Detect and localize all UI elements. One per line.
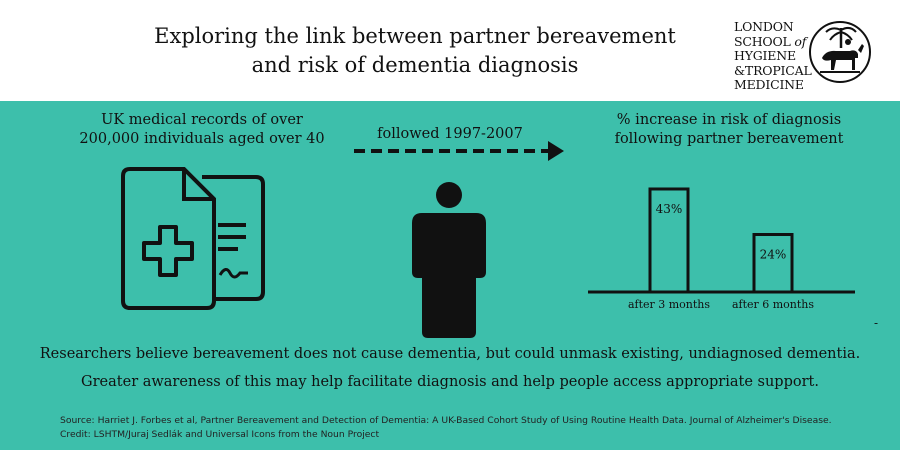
logo-line-1: LONDON	[734, 19, 794, 34]
header	[0, 0, 900, 101]
message-line-1: Researchers believe bereavement does not…	[39, 346, 861, 362]
results-heading-line-1: % increase in risk of diagnosis	[616, 112, 842, 128]
bar-2	[752, 233, 794, 294]
logo-line-4: &TROPICAL	[734, 62, 812, 78]
lshtm-seal-icon	[809, 21, 871, 83]
logo-line-2: SCHOOL of	[734, 33, 807, 49]
bar-chart: 43% after 3 months 24% after 6 months	[588, 187, 855, 311]
chart-bars: 43% after 3 months 24% after 6 months	[628, 187, 814, 311]
page-title: Exploring the link between partner berea…	[120, 22, 710, 80]
lshtm-logo-text: LONDON SCHOOL of HYGIENE &TROPICAL MEDIC…	[734, 19, 812, 93]
logo-line-3: HYGIENE	[734, 48, 796, 63]
person-icon	[412, 182, 486, 338]
results-heading: % increase in risk of diagnosis followin…	[598, 111, 860, 149]
records-text: UK medical records of over 200,000 indiv…	[62, 111, 342, 149]
source-credit: Source: Harriet J. Forbes et al, Partner…	[60, 414, 890, 442]
title-line-1: Exploring the link between partner berea…	[154, 24, 676, 48]
source-text: Source: Harriet J. Forbes et al, Partner…	[60, 415, 832, 426]
stray-mark: -	[874, 316, 879, 330]
results-heading-line-2: following partner bereavement	[614, 131, 844, 147]
arrow-right-icon	[354, 141, 564, 161]
followed-text: followed 1997-2007	[377, 126, 523, 142]
bar-label-1: 43%	[656, 202, 683, 216]
logo-line-5: MEDICINE	[734, 77, 804, 92]
category-label-1: after 3 months	[628, 298, 710, 311]
records-line-2: 200,000 individuals aged over 40	[79, 131, 325, 147]
bar-label-2: 24%	[760, 248, 787, 262]
message-line-2: Greater awareness of this may help facil…	[81, 374, 819, 390]
category-label-2: after 6 months	[732, 298, 814, 311]
credit-text: Credit: LSHTM/Juraj Sedlák and Universal…	[60, 429, 380, 440]
title-line-2: and risk of dementia diagnosis	[251, 53, 579, 77]
records-line-1: UK medical records of over	[101, 112, 303, 128]
medical-record-icon	[121, 167, 265, 310]
